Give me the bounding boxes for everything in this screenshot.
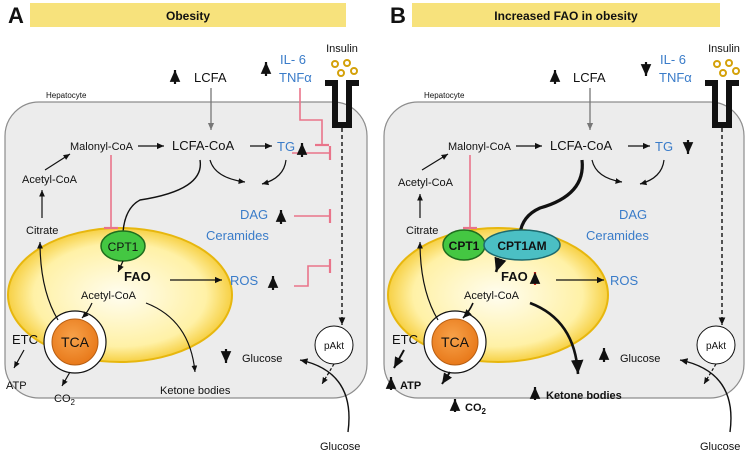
panel-a-tca-cycle (51, 318, 99, 366)
panel-b-glucose-uptake-curve (679, 358, 732, 433)
panel-b-lcfacoa-to-dag-curve (591, 159, 623, 184)
panel-a: A Obesity Hepatocyte LCFA IL- 6 TNFα Ins… (4, 3, 368, 453)
panel-b-letter: B (390, 3, 406, 28)
panel-b-ceramides: Ceramides (586, 228, 649, 243)
panel-a-glucose-cell: Glucose (242, 353, 282, 365)
panel-b-tnfa: TNFα (659, 70, 692, 85)
panel-b-cpt1am-enzyme (483, 229, 561, 261)
panel-b-hepatocyte-label: Hepatocyte (424, 91, 465, 100)
panel-b-title: Increased FAO in obesity (494, 9, 638, 23)
panel-a-hepatocyte-label: Hepatocyte (46, 91, 87, 100)
panel-a-insulin-receptor (325, 80, 359, 128)
panel-b-lcfacoa-to-cpt1am-curve (518, 159, 584, 235)
panel-a-lcfacoa-to-dag-curve (209, 159, 246, 184)
panel-a-acetyl-coa-mito: Acetyl-CoA (81, 290, 137, 302)
panel-b-malonyl-coa: Malonyl-CoA (448, 141, 512, 153)
panel-a-title: Obesity (166, 9, 210, 23)
panel-b: B Increased FAO in obesity Hepatocyte LC… (383, 3, 745, 453)
panel-b-co2: CO2 (465, 402, 487, 416)
panel-b-pakt-to-glucose-dashed (703, 363, 717, 385)
panel-b-cpt1am: CPT1AM (497, 239, 546, 253)
panel-a-cytokine-inhibit (299, 88, 323, 145)
panel-a-lcfa-coa: LCFA-CoA (172, 138, 234, 153)
panel-a-co2: CO2 (54, 393, 76, 407)
panel-b-tca-to-co2-arrow (441, 371, 452, 385)
panel-b-tg-to-dag-curve (639, 159, 665, 186)
panel-b-ros: ROS (610, 273, 639, 288)
panel-a-tca-to-co2-arrow (61, 371, 71, 387)
panel-a-citrate: Citrate (26, 225, 58, 237)
panel-a-letter: A (8, 3, 24, 28)
panel-b-acetyl-to-ketone-curve (529, 301, 584, 375)
panel-b-acetyl-to-malonyl-arrow (421, 153, 449, 171)
panel-b-acetyl-coa-cyto: Acetyl-CoA (398, 177, 454, 189)
panel-a-tg: TG (277, 139, 295, 154)
panel-a-ros: ROS (230, 273, 259, 288)
panel-a-glucose-uptake-curve (299, 358, 350, 433)
panel-a-ros-inhibit (294, 265, 330, 287)
panel-b-title-bar (412, 3, 720, 27)
panel-a-cpt1-to-fao-arrow (117, 260, 124, 273)
panel-a-tg-to-dag-curve (261, 159, 287, 186)
panel-b-glucose-cell: Glucose (620, 353, 660, 365)
panel-b-atp: ATP (400, 380, 421, 392)
panel-a-cpt1: CPT1 (108, 240, 139, 254)
panel-a-title-bar (30, 3, 346, 27)
panel-a-ceramides: Ceramides (206, 228, 269, 243)
panel-b-insulin-molecules (713, 59, 740, 77)
panel-b-pakt: pAkt (706, 341, 726, 352)
panel-a-lcfacoa-to-cpt1-curve (122, 159, 201, 233)
panel-a-ketone-bodies: Ketone bodies (160, 385, 231, 397)
panel-b-dag: DAG (619, 207, 647, 222)
panel-a-etc-to-atp-arrow (13, 349, 25, 369)
panel-b-acetyl-coa-mito: Acetyl-CoA (464, 290, 520, 302)
panel-b-lcfa: LCFA (573, 70, 606, 85)
panel-a-acetyl-to-ketone-curve (145, 302, 198, 373)
panel-a-acetyl-to-tca-arrow (81, 302, 93, 319)
panel-a-pakt: pAkt (324, 341, 344, 352)
panel-a-glucose-outside: Glucose (320, 441, 360, 453)
panel-a-insulin-molecules (331, 59, 358, 77)
panel-a-insulin: Insulin (326, 43, 358, 55)
panel-a-acetyl-coa-cyto: Acetyl-CoA (22, 174, 78, 186)
panel-a-tca: TCA (61, 334, 90, 350)
panel-b-ketone-bodies: Ketone bodies (546, 390, 622, 402)
panel-b-citrate: Citrate (406, 225, 438, 237)
panel-a-etc: ETC (12, 332, 38, 347)
panel-b-tca-to-citrate-arrow (417, 241, 439, 321)
panel-b-il6: IL- 6 (660, 52, 686, 67)
panel-a-fao: FAO (124, 269, 151, 284)
panel-a-lcfa: LCFA (194, 70, 227, 85)
panel-b-insulin: Insulin (708, 43, 740, 55)
panel-b-acetyl-to-tca-arrow (462, 302, 474, 319)
panel-a-acetyl-to-malonyl-arrow (44, 153, 71, 171)
panel-b-insulin-receptor (705, 80, 739, 128)
panel-b-fao: FAO (501, 269, 528, 284)
panel-a-dag: DAG (240, 207, 268, 222)
panel-a-tca-to-citrate-arrow (37, 241, 59, 321)
panel-a-il6: IL- 6 (280, 52, 306, 67)
panel-b-glucose-outside: Glucose (700, 441, 740, 453)
panel-b-etc-to-atp-arrow (393, 349, 405, 369)
panel-a-atp: ATP (6, 380, 27, 392)
panel-b-tca: TCA (441, 334, 470, 350)
panel-b-cpt1am-to-fao-arrow (494, 256, 507, 273)
panel-b-etc: ETC (392, 332, 418, 347)
panel-a-pakt-to-glucose-dashed (321, 363, 335, 385)
panel-a-malonyl-coa: Malonyl-CoA (70, 141, 134, 153)
panel-b-tg: TG (655, 139, 673, 154)
panel-b-lcfa-coa: LCFA-CoA (550, 138, 612, 153)
panel-a-tnfa: TNFα (279, 70, 312, 85)
panel-b-tca-cycle (431, 318, 479, 366)
panel-b-cpt1: CPT1 (449, 239, 480, 253)
